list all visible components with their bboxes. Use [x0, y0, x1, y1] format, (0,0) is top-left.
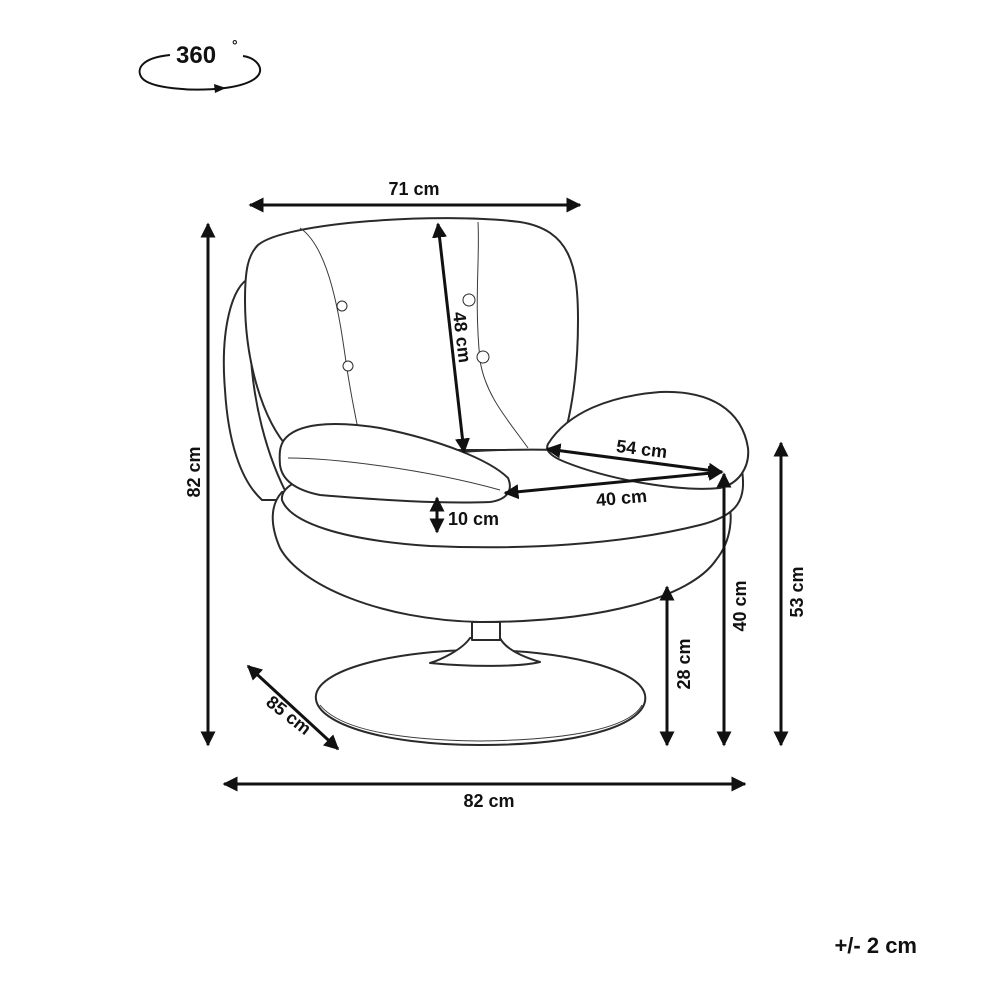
label-total-depth: 85 cm	[262, 692, 315, 739]
label-total-width: 82 cm	[463, 791, 514, 811]
seat-depth-arrow	[503, 465, 724, 500]
total-depth-arrow	[246, 664, 340, 751]
tolerance-note: +/- 2 cm	[834, 933, 917, 958]
label-armrest-height: 53 cm	[787, 566, 807, 617]
rotation-degree: °	[232, 37, 238, 53]
label-base-height: 28 cm	[674, 638, 694, 689]
chair-stem	[471, 621, 501, 641]
chair-left-armrest	[278, 423, 511, 504]
chair-backrest	[244, 217, 579, 451]
rotation-icon: 360 °	[138, 37, 262, 93]
label-seat-height: 40 cm	[730, 580, 750, 631]
dimension-lines	[200, 197, 789, 792]
rotation-label: 360	[176, 42, 216, 69]
label-seat-depth: 40 cm	[595, 486, 648, 510]
backrest-height-arrow	[432, 222, 470, 454]
label-total-height: 82 cm	[184, 446, 204, 497]
chair-drawing	[222, 217, 750, 746]
label-cushion-thickness: 10 cm	[448, 509, 499, 529]
label-width-top: 71 cm	[388, 179, 439, 199]
